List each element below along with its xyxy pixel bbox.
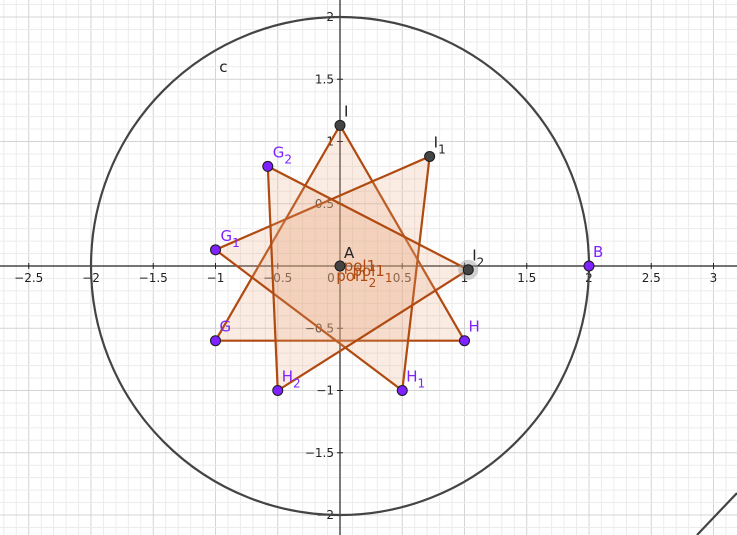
point-label: H1 [406, 368, 425, 391]
polygon-label-name: pol1 [344, 257, 376, 275]
y-tick-label: 1.5 [315, 72, 334, 86]
point-label: I [344, 102, 348, 120]
point-label-name: B [593, 243, 603, 261]
x-tick-label: 0 [327, 271, 335, 285]
point-label-name: G [221, 227, 233, 245]
point-I[interactable] [334, 119, 346, 131]
polygon-label-name: pol1 [352, 262, 384, 280]
point-H2[interactable] [272, 385, 284, 396]
point-label: H2 [282, 368, 301, 391]
point-G[interactable] [210, 335, 221, 347]
point-B[interactable] [583, 260, 595, 272]
point-label: I1 [434, 133, 446, 156]
point-label-name: I [344, 102, 348, 120]
polygon-label-subscript: 2 [369, 276, 377, 290]
point-label-subscript: 1 [232, 236, 240, 250]
point-label-name: I [434, 133, 438, 151]
point-label-name: G [273, 143, 285, 161]
circle-label: c [219, 58, 227, 76]
point-label-name: A [344, 244, 355, 262]
polygon-label: pol12 [336, 267, 376, 290]
point-label-name: H [406, 368, 417, 386]
point-label-subscript: 1 [418, 377, 426, 391]
point-label-name: H [469, 318, 480, 336]
polygon-pol1[interactable] [214, 124, 466, 342]
polygon-label: pol11 [352, 262, 392, 285]
point-label: A [344, 244, 355, 262]
x-tick-label: −0.5 [263, 271, 292, 285]
point-H[interactable] [459, 335, 470, 347]
x-tick-label: 2.5 [642, 271, 661, 285]
point-label: G1 [221, 227, 240, 250]
x-tick-label: −2.5 [14, 271, 43, 285]
point-label: H [469, 318, 480, 336]
x-tick-label: −1 [207, 271, 225, 285]
y-tick-label: −1.5 [305, 446, 334, 460]
point-I1[interactable] [424, 150, 436, 162]
polygon-pol1_2[interactable] [266, 165, 470, 392]
point-label-subscript: 2 [477, 256, 485, 270]
point-label: G [220, 318, 232, 336]
x-tick-label: 1.5 [517, 271, 536, 285]
y-tick-label: −1 [316, 384, 334, 398]
point-A[interactable] [334, 260, 346, 272]
point-label-name: G [220, 318, 232, 336]
segment-offscreen[interactable] [696, 492, 737, 535]
point-label: G2 [273, 143, 292, 166]
polygon-label-name: pol1 [336, 267, 368, 285]
point-label-name: H [282, 368, 293, 386]
polygon-pol1_1[interactable] [214, 155, 431, 392]
x-tick-label: −1.5 [139, 271, 168, 285]
polygon-label-subscript: 1 [385, 271, 393, 285]
x-tick-label: 0.5 [393, 271, 412, 285]
point-label: I2 [472, 247, 484, 270]
point-label-subscript: 1 [438, 142, 446, 156]
point-label-subscript: 2 [293, 377, 301, 391]
point-I2[interactable] [462, 264, 474, 276]
polygon-layer [214, 124, 470, 392]
point-label: B [593, 243, 603, 261]
stray-segment-layer [696, 492, 737, 535]
x-tick-label: 1 [461, 271, 469, 285]
polygon-label: pol1 [344, 257, 376, 275]
point-label-name: I [472, 247, 476, 265]
point-G1[interactable] [210, 244, 221, 256]
point-H1[interactable] [396, 385, 408, 396]
x-tick-label: 3 [710, 271, 718, 285]
point-G2[interactable] [262, 160, 274, 172]
point-label-subscript: 2 [284, 152, 292, 166]
